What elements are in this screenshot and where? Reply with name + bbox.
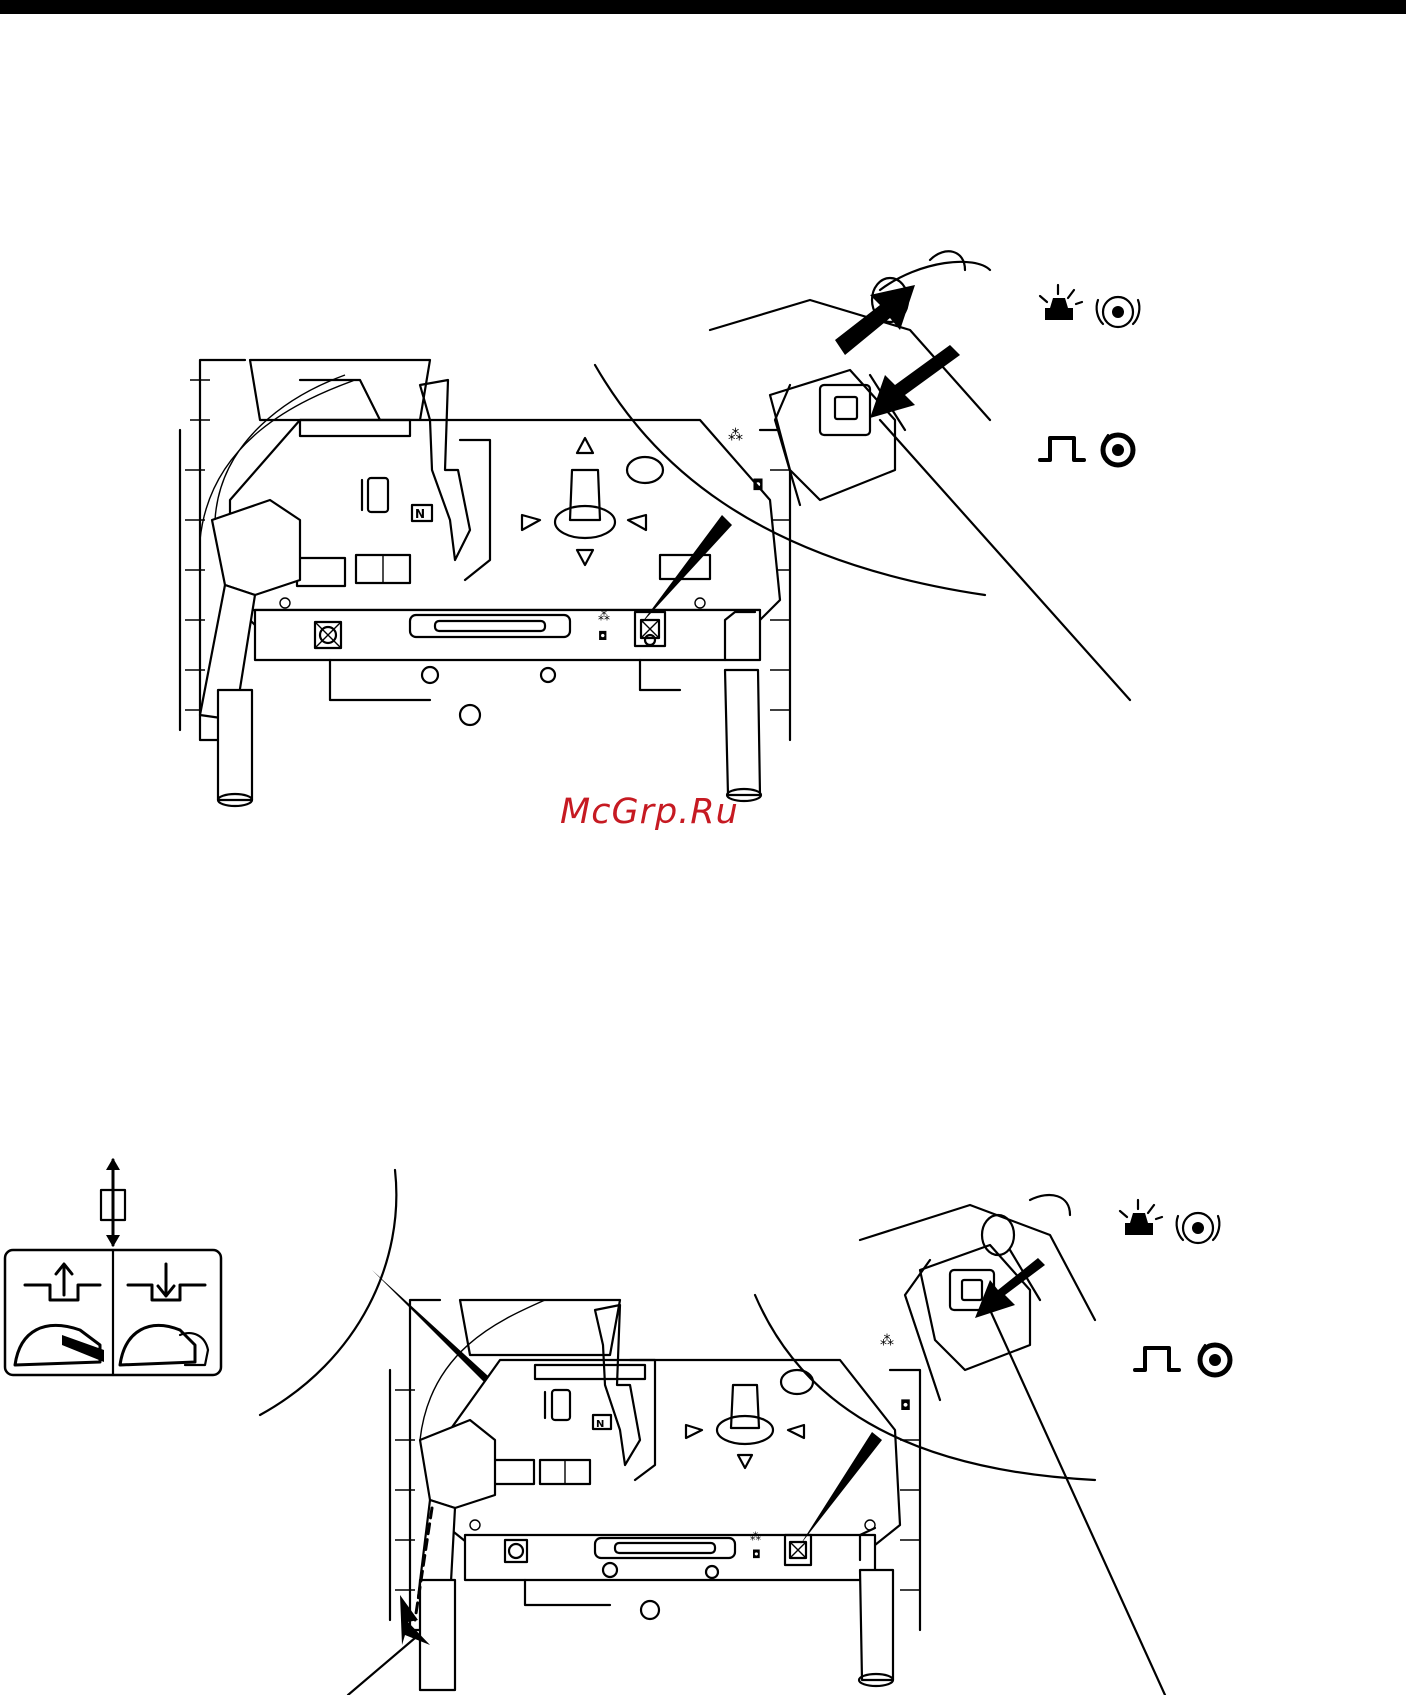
bottom-figure: ⁂ ◘ N [0,1140,1406,1695]
svg-text:⁂: ⁂ [728,426,743,444]
pull-out-arrow [870,345,960,418]
svg-text:◘: ◘ [900,1398,911,1414]
rotating-light-auger-engaged-icon [1040,285,1139,327]
svg-text:◘: ◘ [752,476,764,494]
square-auger-stopped-icon [1040,435,1133,465]
neutral-marker-bottom: N [596,1419,604,1430]
top-rule [0,0,1406,14]
svg-text:◘: ◘ [752,1548,761,1561]
svg-text:⁂: ⁂ [598,609,610,623]
svg-text:⁂: ⁂ [750,1530,761,1543]
svg-text:⁂: ⁂ [880,1333,894,1349]
svg-text:◘: ◘ [598,629,608,643]
snowblower-top-view: ⁂ ◘ N [180,360,790,806]
top-figure: ⁂ ◘ N [0,230,1406,830]
watermark: McGrp.Ru [560,792,860,832]
neutral-marker: N [415,507,425,521]
auger-height-lever-label-icon [5,1158,221,1375]
push-in-arrow [835,285,915,355]
square-auger-stopped-icon-bottom [1135,1345,1230,1375]
rotating-light-auger-engaged-icon-bottom [1120,1200,1219,1243]
